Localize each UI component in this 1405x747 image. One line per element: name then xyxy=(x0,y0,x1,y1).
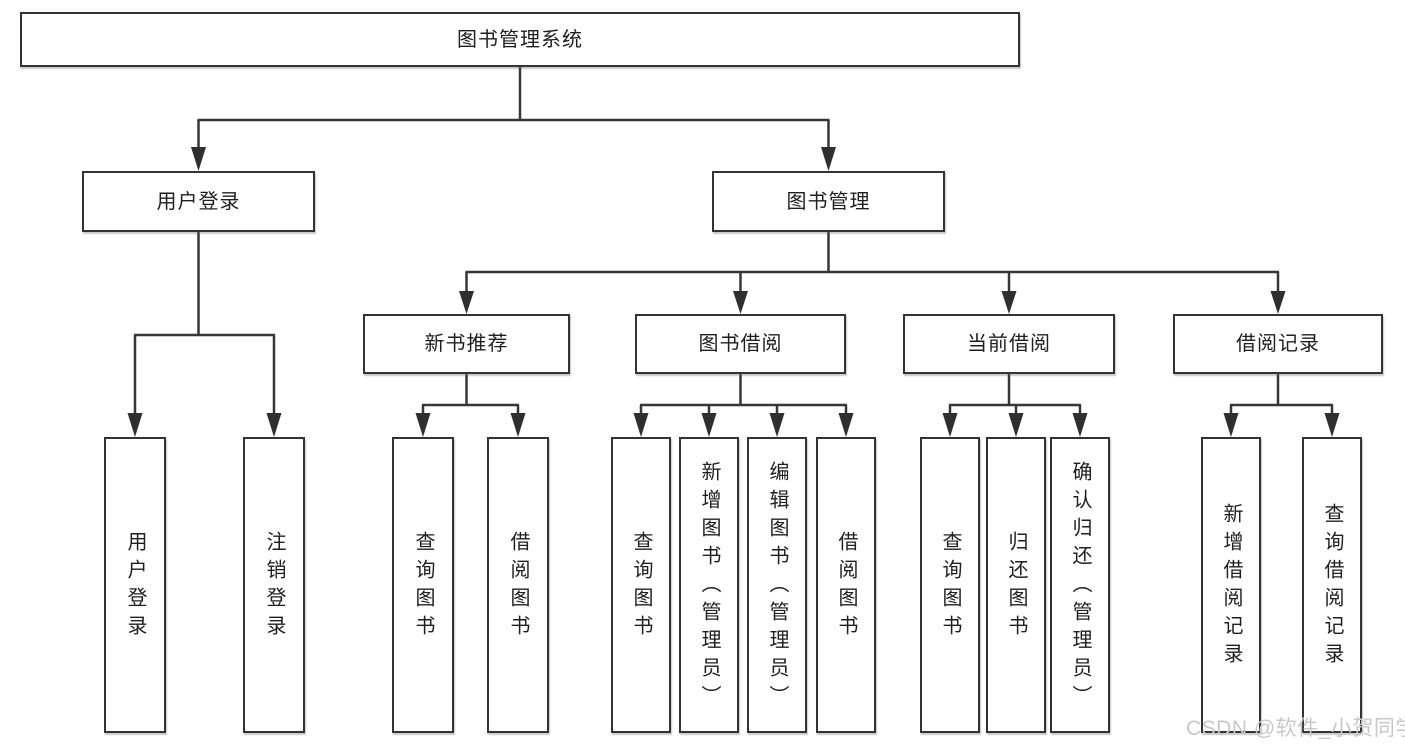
leaf-confirm-return-admin: 确认归还（管理员） xyxy=(1050,437,1110,733)
leaf-query-books-current: 查询图书 xyxy=(920,437,980,733)
node-current-borrow: 当前借阅 xyxy=(903,314,1115,374)
leaf-user-login: 用户登录 xyxy=(104,437,166,733)
leaf-return-book: 归还图书 xyxy=(986,437,1046,733)
leaf-add-book-admin: 新增图书（管理员） xyxy=(679,437,739,733)
node-book-borrow: 图书借阅 xyxy=(635,314,846,374)
leaf-logout: 注销登录 xyxy=(243,437,305,733)
leaf-add-borrow-record: 新增借阅记录 xyxy=(1201,437,1261,733)
node-book-management: 图书管理 xyxy=(712,171,945,232)
node-library-management-system: 图书管理系统 xyxy=(20,12,1020,67)
node-new-book-recommend: 新书推荐 xyxy=(363,314,570,374)
node-user-login: 用户登录 xyxy=(82,171,315,232)
leaf-borrow-books: 借阅图书 xyxy=(816,437,876,733)
arrowheads xyxy=(127,147,1340,437)
leaf-query-books-recommend: 查询图书 xyxy=(392,437,454,733)
leaf-edit-book-admin: 编辑图书（管理员） xyxy=(747,437,807,733)
node-borrow-records: 借阅记录 xyxy=(1173,314,1383,374)
leaf-borrow-books-recommend: 借阅图书 xyxy=(487,437,549,733)
leaf-query-books-borrow: 查询图书 xyxy=(611,437,671,733)
leaf-query-borrow-record: 查询借阅记录 xyxy=(1302,437,1362,733)
